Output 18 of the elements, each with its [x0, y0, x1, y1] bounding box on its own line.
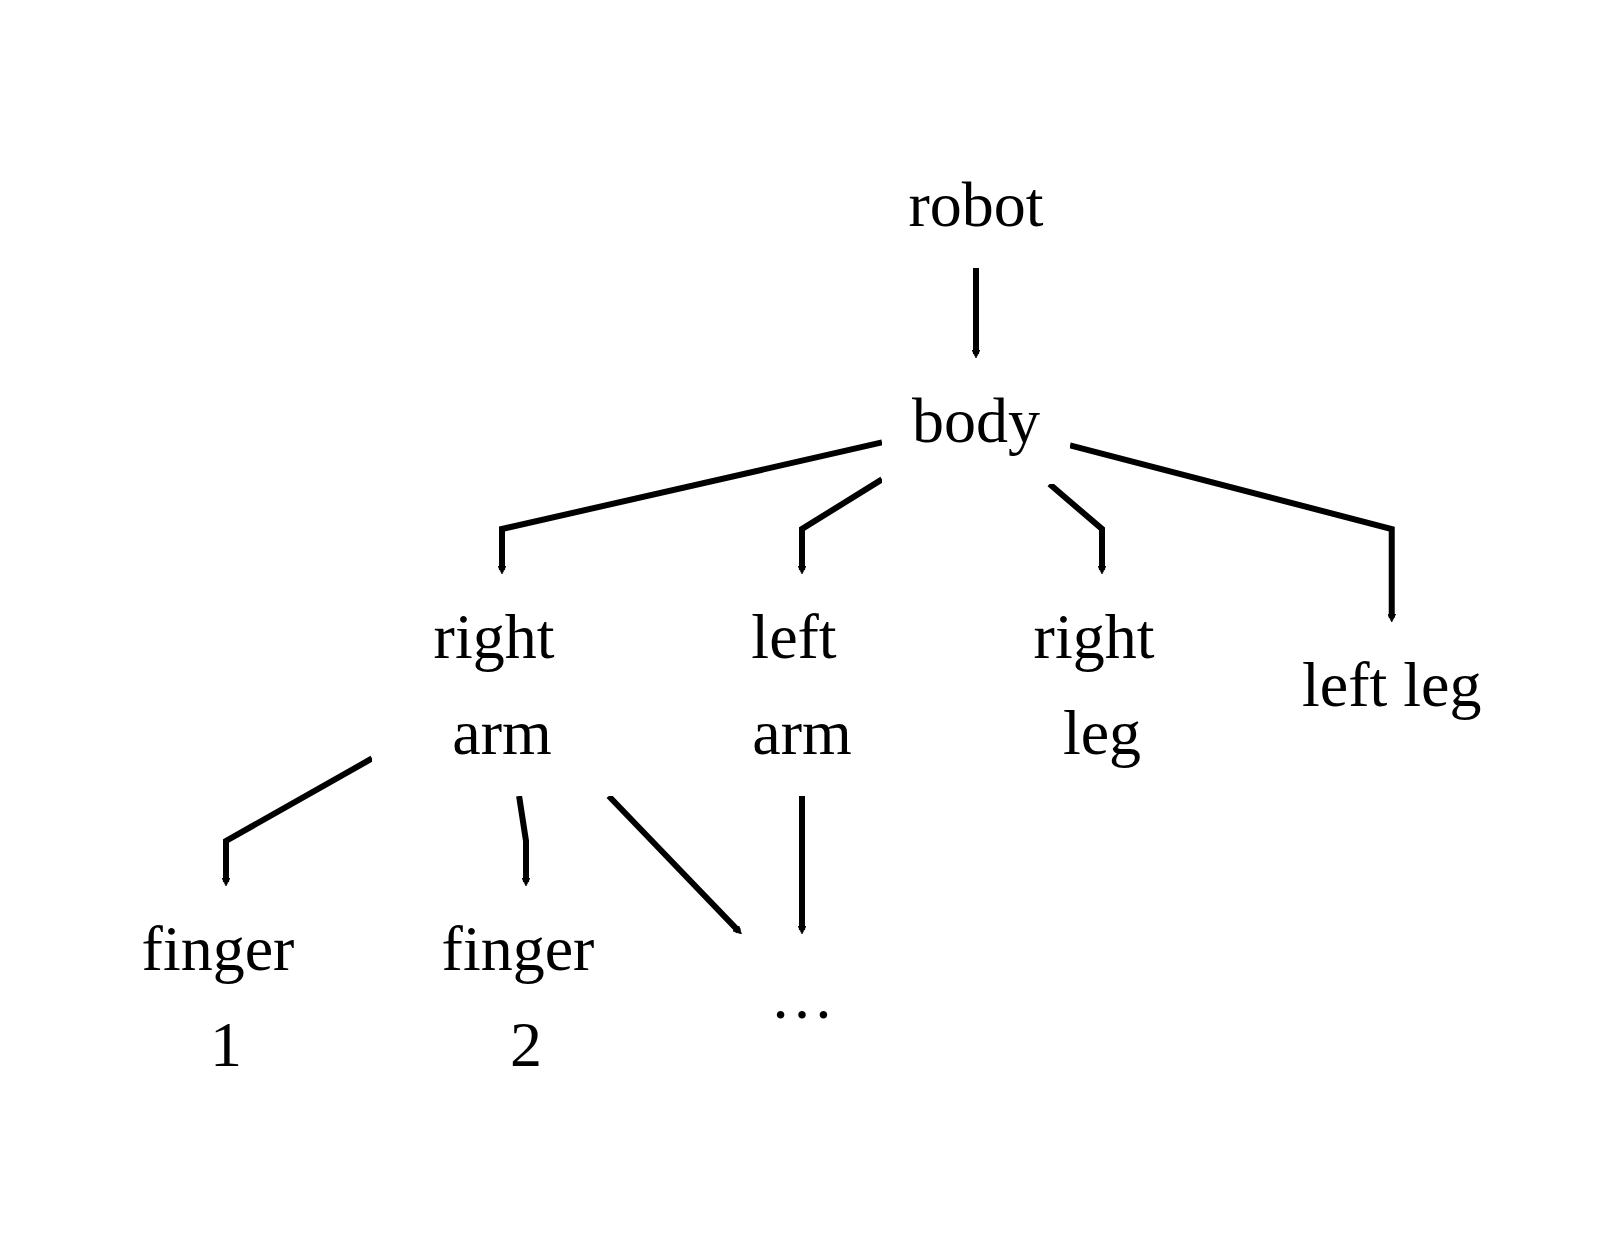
arrow — [516, 795, 531, 886]
node-text: right leg — [1033, 600, 1155, 768]
node-text: robot — [908, 168, 1044, 240]
node-text: left arm — [751, 600, 853, 768]
arrow — [1069, 442, 1397, 622]
arrow — [606, 793, 743, 934]
node-text: finger 2 — [441, 912, 595, 1080]
arrow — [221, 755, 374, 886]
node-text: body — [912, 384, 1041, 456]
node-text: right arm — [433, 600, 555, 768]
arrow — [971, 267, 981, 358]
node-text: left leg — [1302, 648, 1482, 720]
arrow — [1047, 481, 1107, 574]
arrow — [497, 439, 883, 574]
node-text: … — [770, 960, 835, 1032]
node-text: finger 1 — [141, 912, 295, 1080]
arrow — [797, 795, 807, 934]
arrow — [797, 476, 884, 574]
